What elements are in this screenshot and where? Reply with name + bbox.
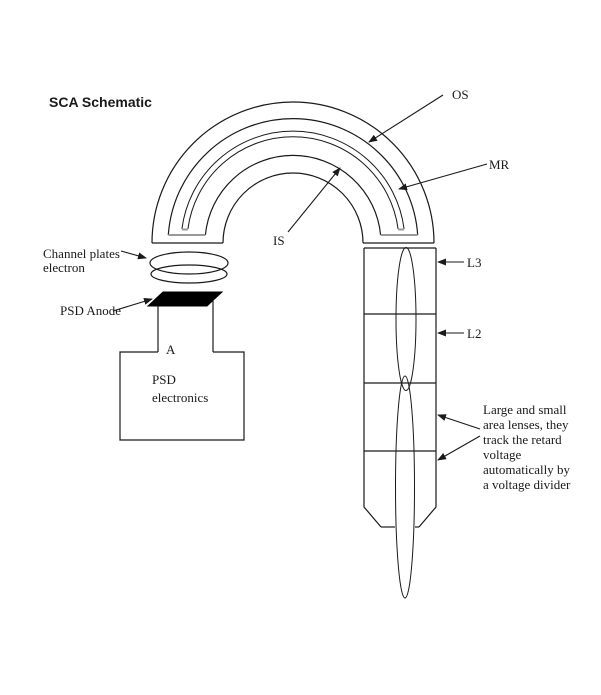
mr-arrow (398, 163, 488, 191)
inner-sphere-outer-arc (204, 154, 382, 236)
is-label: IS (273, 233, 285, 248)
column-left-edge (363, 248, 382, 528)
psd-anode-plate (146, 291, 224, 307)
mr-label: MR (489, 157, 510, 172)
channel-plates-label-line1: Channel plates (43, 246, 120, 261)
psd-electronics-box (119, 351, 245, 441)
is-arrow (287, 167, 341, 233)
l3-label: L3 (467, 255, 481, 270)
column-right-edge (418, 248, 437, 528)
psd-box-label-line2: electronics (152, 390, 208, 405)
channel-plates-arrow (120, 250, 147, 260)
psd-anode-arrow (112, 298, 153, 312)
anode-wire-label: A (166, 342, 176, 357)
mean-radius-arc-outer (181, 130, 405, 230)
channel-plates-label-line2: electron (43, 260, 85, 275)
psd-anode-label: PSD Anode (60, 303, 121, 318)
l2-label: L2 (467, 326, 481, 341)
os-arrow (368, 94, 444, 143)
outer-sphere-outer-arc (151, 101, 435, 244)
inner-sphere-inner-arc (222, 172, 364, 244)
hemisphere-analyzer (151, 101, 435, 244)
psd-box-label-line1: PSD (152, 372, 176, 387)
mean-radius-arc-inner (187, 136, 399, 230)
lens-ellipse-upper (395, 247, 417, 391)
page-title: SCA Schematic (49, 94, 152, 110)
lens-ellipse-lower (395, 375, 415, 599)
lens-note-line-1: Large and small (483, 402, 567, 417)
outer-sphere-inner-arc (167, 118, 419, 236)
lens-note-line-3: track the retard (483, 432, 562, 447)
lens-note-arrow-upper (437, 414, 481, 430)
diagram-labels: OS MR IS L3 L2 Channel plates electron P… (43, 87, 571, 492)
os-label: OS (452, 87, 469, 102)
annotation-arrows (112, 94, 488, 461)
lens-column (363, 247, 437, 599)
lens-note-line-6: a voltage divider (483, 477, 571, 492)
detector-stack (119, 251, 245, 441)
channel-plate-upper (149, 251, 229, 275)
lens-note-line-2: area lenses, they (483, 417, 569, 432)
lens-note-line-5: automatically by (483, 462, 571, 477)
lens-note-arrow-lower (437, 435, 481, 461)
channel-plate-lower (150, 264, 228, 284)
lens-note-text: Large and small area lenses, they track … (483, 402, 571, 492)
lens-note-line-4: voltage (483, 447, 521, 462)
